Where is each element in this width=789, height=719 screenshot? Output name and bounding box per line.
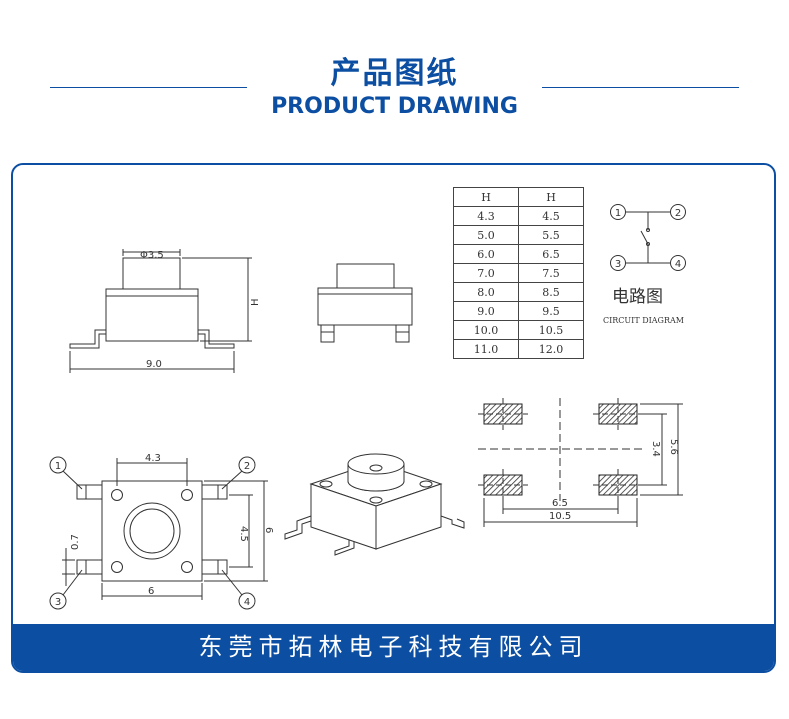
pcb-footprint bbox=[478, 398, 683, 527]
dim-pin-spacing: 4.3 bbox=[145, 453, 161, 464]
page-title-cn: 产品图纸 bbox=[330, 56, 459, 91]
dim-pad-105: 10.5 bbox=[549, 511, 571, 522]
top-pin-4: 4 bbox=[244, 597, 250, 608]
table-cell: 11.0 bbox=[453, 339, 519, 359]
header-rule-right bbox=[542, 87, 739, 88]
circuit-pin-2: 2 bbox=[675, 208, 681, 219]
table-cell: 10.0 bbox=[453, 320, 519, 340]
dim-body-side: 6 bbox=[263, 527, 274, 533]
top-pin-2: 2 bbox=[244, 461, 250, 472]
table-cell: 4.5 bbox=[518, 206, 584, 226]
company-banner: 东莞市拓林电子科技有限公司 bbox=[13, 624, 774, 671]
dim-width-9: 9.0 bbox=[146, 359, 162, 370]
top-pin-1: 1 bbox=[55, 461, 61, 472]
dim-pitch-45: 4.5 bbox=[238, 526, 249, 542]
table-cell: 10.5 bbox=[518, 320, 584, 340]
dim-pin-width: 0.7 bbox=[70, 534, 81, 550]
table-cell: 12.0 bbox=[518, 339, 584, 359]
circuit-pin-4: 4 bbox=[675, 259, 681, 270]
circuit-pin-1: 1 bbox=[615, 208, 621, 219]
side-view-plain bbox=[317, 263, 413, 343]
side-view-dimensioned bbox=[69, 249, 252, 373]
isometric-view bbox=[284, 453, 465, 556]
page-title-en: PRODUCT DRAWING bbox=[271, 94, 518, 119]
table-cell: 5.5 bbox=[518, 225, 584, 245]
dim-pad-56: 5.6 bbox=[668, 439, 679, 455]
top-pin-3: 3 bbox=[55, 597, 61, 608]
header-rule-left bbox=[50, 87, 247, 88]
dim-diameter: Φ3.5 bbox=[140, 250, 164, 261]
dim-pad-34: 3.4 bbox=[650, 441, 661, 457]
top-view bbox=[49, 456, 268, 610]
dim-height: H bbox=[250, 298, 261, 306]
table-cell: 7.5 bbox=[518, 263, 584, 283]
circuit-label-en: CIRCUIT DIAGRAM bbox=[603, 316, 684, 325]
circuit-pin-3: 3 bbox=[615, 259, 621, 270]
dim-pad-65: 6.5 bbox=[552, 498, 568, 509]
circuit-label-cn: 电路图 bbox=[612, 287, 663, 307]
dim-body-bottom: 6 bbox=[148, 586, 154, 597]
table-cell: 9.5 bbox=[518, 301, 584, 321]
circuit-diagram bbox=[610, 204, 686, 271]
